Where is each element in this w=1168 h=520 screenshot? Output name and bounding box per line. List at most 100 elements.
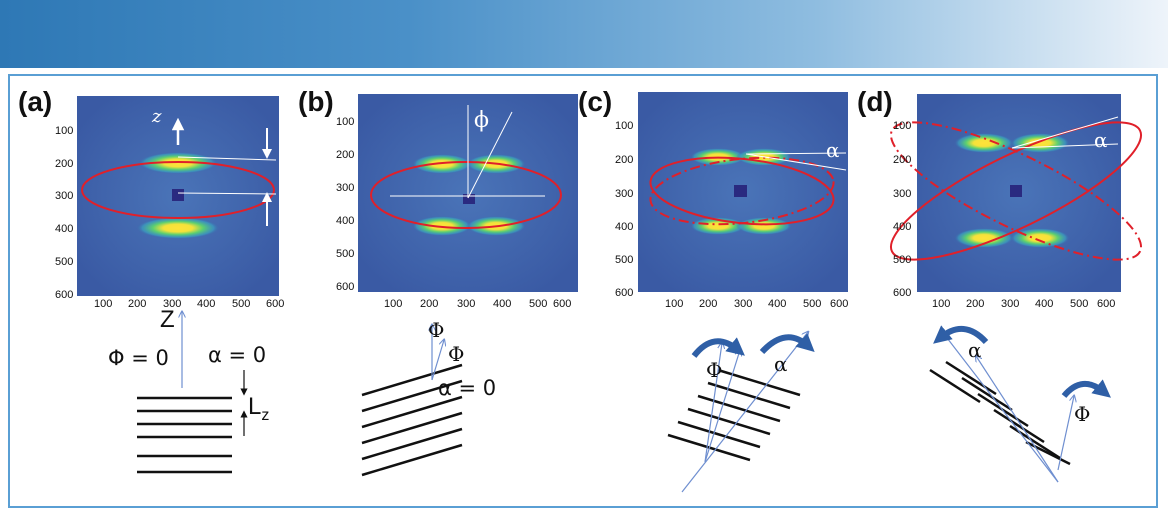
beamstop-c (734, 185, 747, 197)
panel-label-b: (b) (298, 86, 334, 117)
tick-label: 400 (1035, 298, 1054, 310)
label-phi-image-b: ϕ (474, 108, 489, 133)
tick-label: 500 (1070, 298, 1089, 310)
peak-a-bottom (136, 217, 220, 239)
tick-label: 500 (615, 254, 634, 266)
label-Phi-b1: Φ (428, 318, 445, 342)
tick-label: 400 (55, 223, 74, 235)
tick-label: 600 (553, 298, 572, 310)
tick-label: 600 (615, 287, 634, 299)
tick-label: 600 (830, 298, 849, 310)
tick-label: 400 (768, 298, 787, 310)
tick-label: 200 (699, 298, 718, 310)
tick-label: 300 (55, 190, 74, 202)
phi-axis-c2 (704, 350, 740, 463)
label-alpha-c: α (774, 352, 788, 376)
lamellae-a (137, 396, 232, 474)
beamstop-b (463, 194, 475, 204)
label-Phi-b2: Φ (448, 342, 465, 366)
tick-label: 100 (893, 120, 912, 132)
tick-label: 200 (55, 158, 74, 170)
rotation-arrow-c-alpha (759, 333, 815, 355)
label-alpha-d: α (968, 338, 982, 362)
alpha-axis-d (944, 334, 1059, 483)
guide-line-d2 (1011, 143, 1119, 149)
ellipse-b (370, 161, 562, 229)
alpha-axis-d2 (976, 356, 1059, 483)
tick-label: 100 (384, 298, 403, 310)
peak-d-tl (954, 133, 1014, 153)
guide-line-c1 (745, 152, 847, 155)
tick-label: 500 (893, 254, 912, 266)
tick-label: 300 (615, 188, 634, 200)
panel-label-a: (a) (18, 86, 53, 117)
tick-label: 100 (55, 125, 74, 137)
guide-line-c2 (745, 153, 847, 171)
tick-label: 500 (529, 298, 548, 310)
label-Phi-c: Φ (706, 358, 723, 382)
panel-c (638, 92, 848, 493)
label-Phi-d: Φ (1074, 402, 1091, 426)
label-Z-axis: Z (160, 306, 175, 333)
tick-label: 600 (336, 281, 355, 293)
tilted-line-b (467, 111, 513, 199)
guide-line-d1 (1011, 116, 1119, 149)
tick-label: 600 (266, 298, 285, 310)
label-phi-zero-a: Φ = 0 (108, 346, 169, 370)
phi-arrow-b-tilted (431, 340, 444, 381)
lamellae-d (929, 360, 1071, 466)
tick-label: 500 (55, 256, 74, 268)
peak-c-br (736, 217, 792, 235)
tick-label: 400 (893, 221, 912, 233)
lamellae-b (361, 363, 463, 477)
lamellae-c (667, 368, 801, 462)
tick-label: 200 (893, 154, 912, 166)
panel-d (889, 94, 1143, 483)
tick-label: 300 (893, 188, 912, 200)
tick-label: 500 (803, 298, 822, 310)
label-z-lower: z (152, 106, 162, 127)
tick-label: 400 (336, 215, 355, 227)
tick-label: 100 (932, 298, 951, 310)
tick-label: 100 (94, 298, 113, 310)
phi-axis-c1 (704, 343, 722, 463)
tick-label: 200 (128, 298, 147, 310)
header-banner (0, 0, 1168, 68)
peak-b-bl (412, 216, 472, 236)
tick-label: 200 (966, 298, 985, 310)
tick-label: 200 (420, 298, 439, 310)
label-L: L (248, 393, 262, 420)
rotation-arrow-d-phi (1061, 379, 1111, 399)
panel-a (77, 96, 279, 474)
guide-line-a1 (177, 156, 277, 161)
tick-label: 400 (197, 298, 216, 310)
guide-line-a2 (177, 192, 277, 195)
peak-d-br (1010, 228, 1070, 248)
tick-label: 200 (615, 154, 634, 166)
peak-d-bl (954, 228, 1014, 248)
label-Lz: Lz (248, 393, 269, 425)
tick-label: 400 (493, 298, 512, 310)
rotation-arrow-d-alpha (933, 325, 989, 345)
tick-label: 300 (336, 182, 355, 194)
ellipse-d-dashed (889, 121, 1143, 261)
tick-label: 200 (336, 149, 355, 161)
panel-label-c: (c) (578, 86, 613, 117)
beamstop-d (1010, 185, 1022, 197)
tick-label: 300 (163, 298, 182, 310)
tick-label: 300 (734, 298, 753, 310)
tick-label: 500 (232, 298, 251, 310)
rotation-arrow-c-phi (691, 337, 745, 358)
tick-label: 500 (336, 248, 355, 260)
label-alpha-zero-b: α = 0 (438, 376, 497, 400)
tick-label: 300 (1001, 298, 1020, 310)
tick-label: 600 (893, 287, 912, 299)
ellipse-a (81, 161, 275, 219)
tick-label: 400 (615, 221, 634, 233)
label-alpha-zero-a: α = 0 (208, 343, 267, 367)
tick-label: 100 (665, 298, 684, 310)
panel-b (358, 94, 578, 477)
alpha-axis-c (681, 332, 808, 493)
tick-label: 600 (1097, 298, 1116, 310)
